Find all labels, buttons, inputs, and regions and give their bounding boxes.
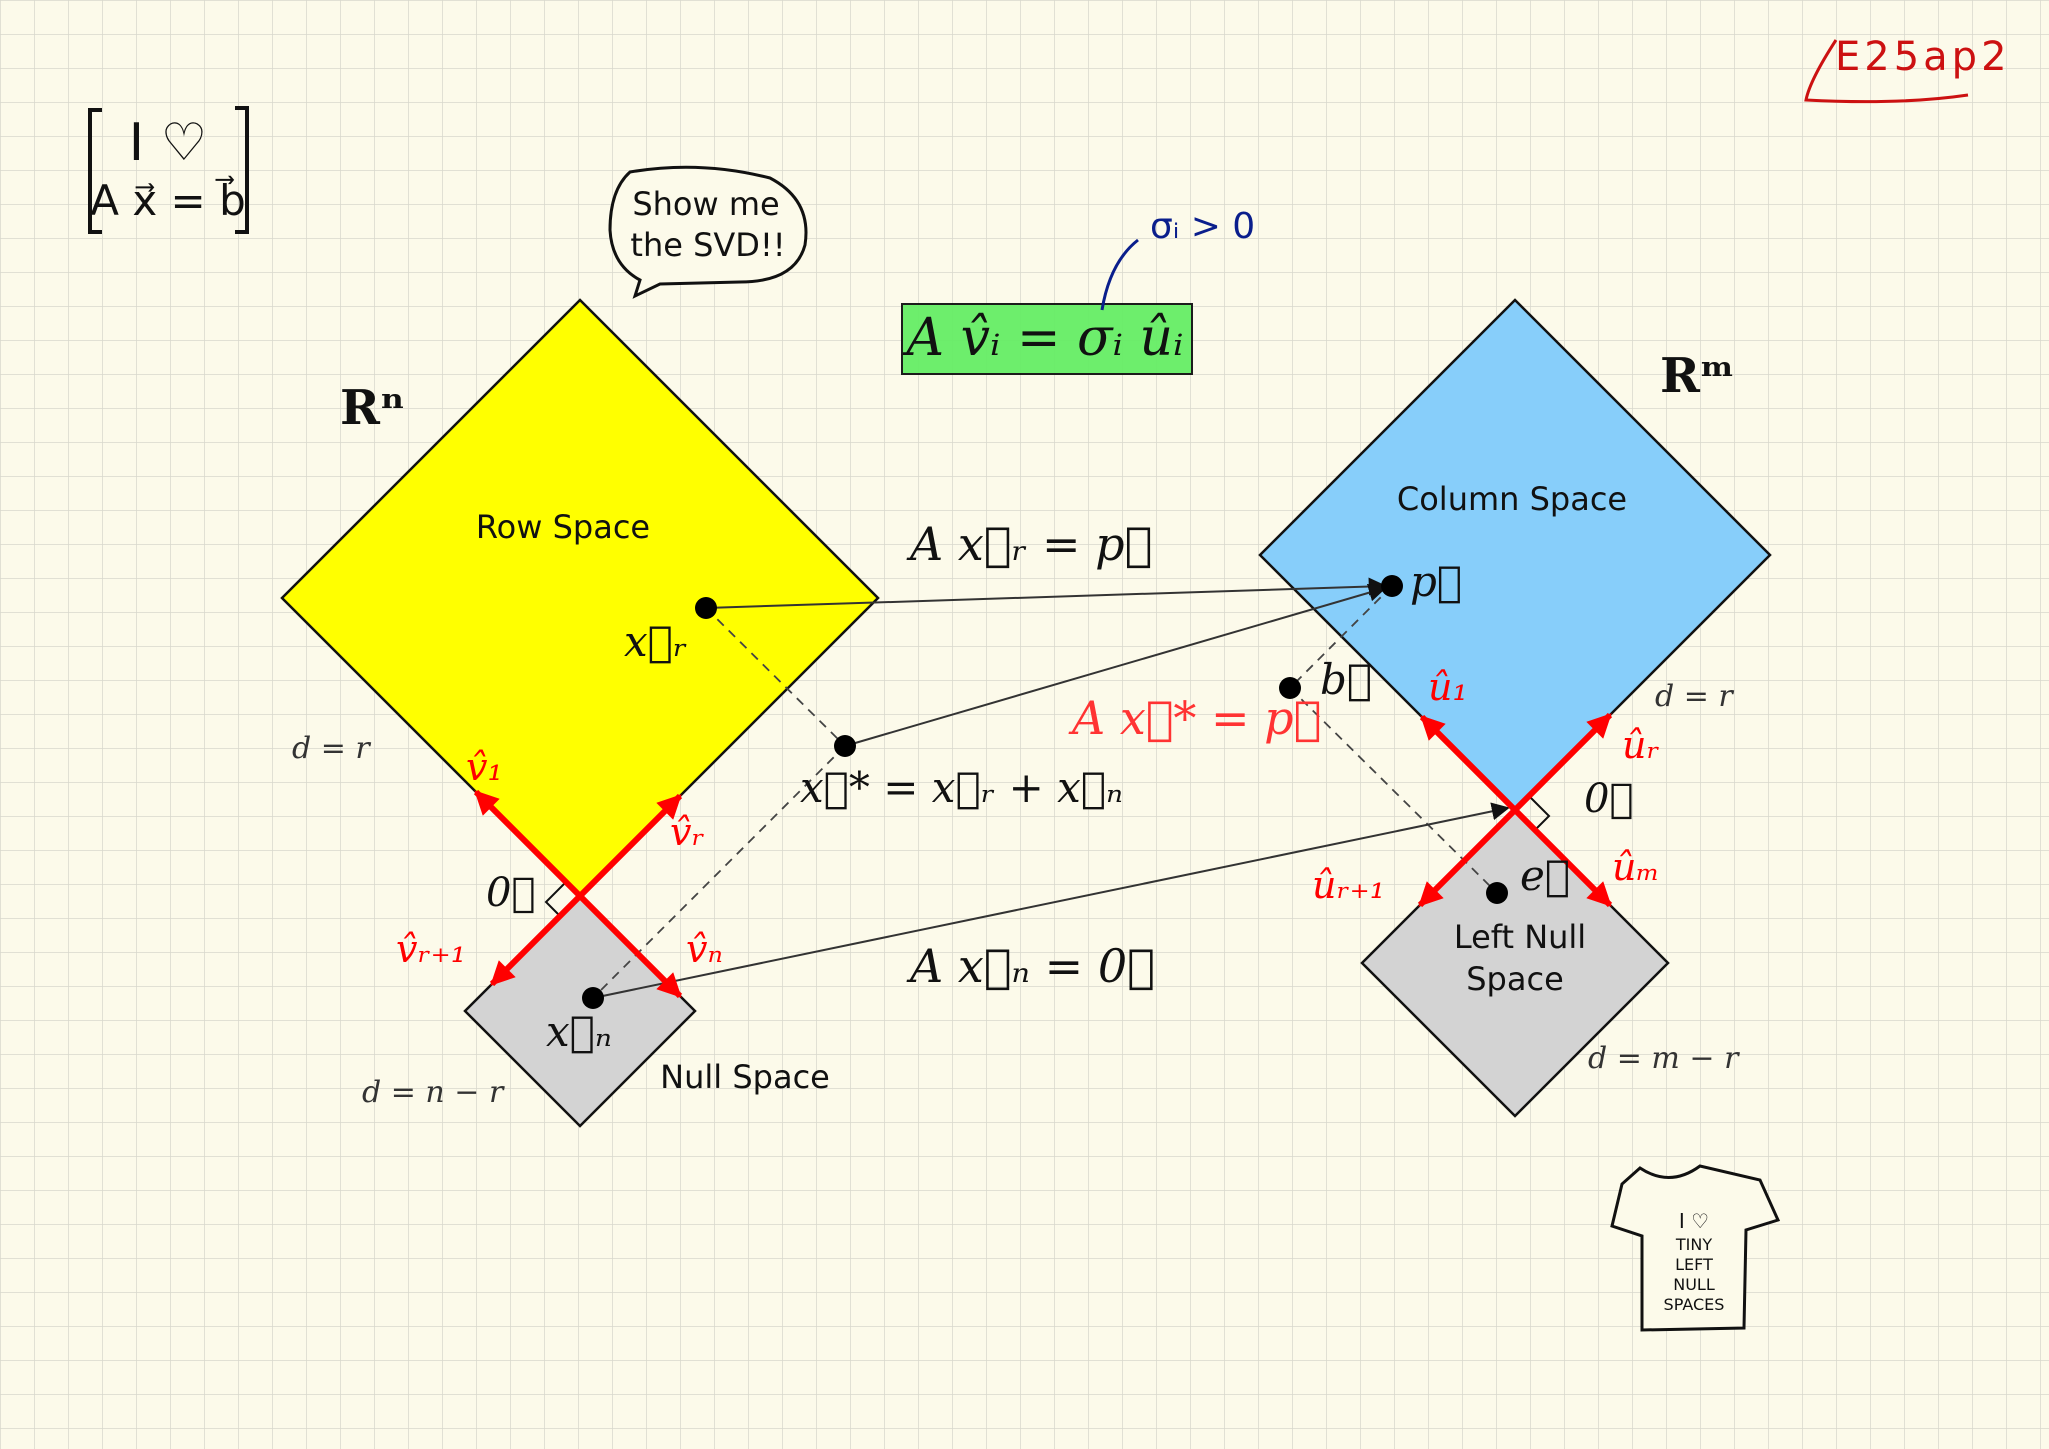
vr-label: v̂ᵣ — [670, 810, 705, 854]
speech-bubble-line-1: Show me — [632, 185, 779, 223]
t-shirt-doodle: I ♡ TINY LEFT NULL SPACES — [1610, 1164, 1781, 1332]
vr1-vector — [489, 893, 583, 987]
shirt-line-2: TINY — [1675, 1235, 1712, 1254]
speech-bubble-line-2: the SVD!! — [630, 226, 785, 264]
point-xn — [582, 987, 604, 1009]
xr-label: x⃗ᵣ — [624, 617, 687, 666]
arrow-xstar-to-p — [844, 583, 1387, 747]
e-label: e⃗ — [1520, 851, 1570, 900]
shirt-line-1: I ♡ — [1679, 1209, 1709, 1233]
svd-equation: A v̂ᵢ = σᵢ ûᵢ — [903, 308, 1184, 368]
point-e — [1486, 882, 1508, 904]
um-vector — [1512, 807, 1613, 908]
domain-label: Rⁿ — [340, 380, 405, 436]
row-space-label: Row Space — [476, 508, 650, 546]
point-xstar — [834, 735, 856, 757]
ur-label: ûᵣ — [1622, 723, 1660, 767]
point-xr — [695, 597, 717, 619]
left-null-space-label-1: Left Null — [1454, 918, 1586, 956]
svd-equation-box: A v̂ᵢ = σᵢ ûᵢ σᵢ > 0 — [901, 206, 1255, 375]
zero-left-label: 0⃗ — [486, 870, 535, 916]
zero-right-label: 0⃗ — [1584, 776, 1633, 822]
col-dim-label: d = r — [1655, 679, 1734, 714]
speech-bubble: Show me the SVD!! — [608, 165, 808, 299]
vn-vector — [577, 893, 683, 999]
left-null-space-label-2: Space — [1466, 960, 1564, 998]
um-label: ûₘ — [1612, 845, 1660, 889]
codomain-label: Rᵐ — [1660, 348, 1735, 404]
ur1-vector — [1417, 807, 1518, 908]
dashed-decomposition — [592, 585, 1498, 999]
v1-vector — [473, 789, 583, 899]
arrow-xn-to-zero — [592, 802, 1510, 999]
left-right-angle-marker — [544, 881, 567, 917]
null-space-label: Null Space — [660, 1058, 830, 1096]
axn-equation: A x⃗ₙ = 0⃗ — [906, 939, 1155, 993]
u1-vector — [1419, 714, 1518, 813]
column-space-label: Column Space — [1397, 480, 1627, 518]
point-p — [1381, 575, 1403, 597]
basis-vectors — [473, 712, 1613, 999]
shirt-line-4: NULL — [1673, 1275, 1715, 1294]
mapping-arrows — [592, 577, 1510, 999]
axr-equation: A x⃗ᵣ = p⃗ — [906, 517, 1152, 571]
v1-label: v̂₁ — [466, 745, 503, 789]
point-b — [1279, 677, 1301, 699]
points — [582, 575, 1508, 1009]
null-dim-label: d = n − r — [362, 1075, 505, 1110]
logo-i-love-ax-b: I ♡ A x⃗ = b⃗ — [88, 106, 249, 234]
xn-label: x⃗ₙ — [546, 1007, 612, 1056]
logo-line-1: I ♡ — [129, 113, 207, 173]
arrow-xr-to-p — [705, 577, 1387, 609]
u1-label: û₁ — [1428, 665, 1468, 709]
b-label: b⃗ — [1320, 655, 1372, 704]
shirt-line-5: SPACES — [1664, 1295, 1725, 1314]
vr1-label: v̂ᵣ₊₁ — [396, 927, 466, 971]
right-right-angle-marker — [1528, 795, 1551, 831]
page-id-stamp: E25ap2 — [1804, 34, 2011, 104]
leftnull-dim-label: d = m − r — [1588, 1041, 1740, 1076]
logo-line-2: A x⃗ = b⃗ — [90, 174, 246, 225]
vr-vector — [577, 793, 683, 899]
vn-label: v̂ₙ — [686, 927, 723, 971]
shirt-line-3: LEFT — [1675, 1255, 1713, 1274]
p-label: p⃗ — [1410, 557, 1462, 606]
ur1-label: ûᵣ₊₁ — [1312, 863, 1385, 907]
ur-vector — [1512, 712, 1613, 813]
xstar-label: x⃗* = x⃗ᵣ + x⃗ₙ — [800, 763, 1123, 812]
sigma-positive-note: σᵢ > 0 — [1150, 206, 1255, 247]
axstar-equation: A x⃗* = p⃗ — [1068, 691, 1321, 745]
row-dim-label: d = r — [292, 731, 371, 766]
page-id: E25ap2 — [1835, 34, 2011, 80]
